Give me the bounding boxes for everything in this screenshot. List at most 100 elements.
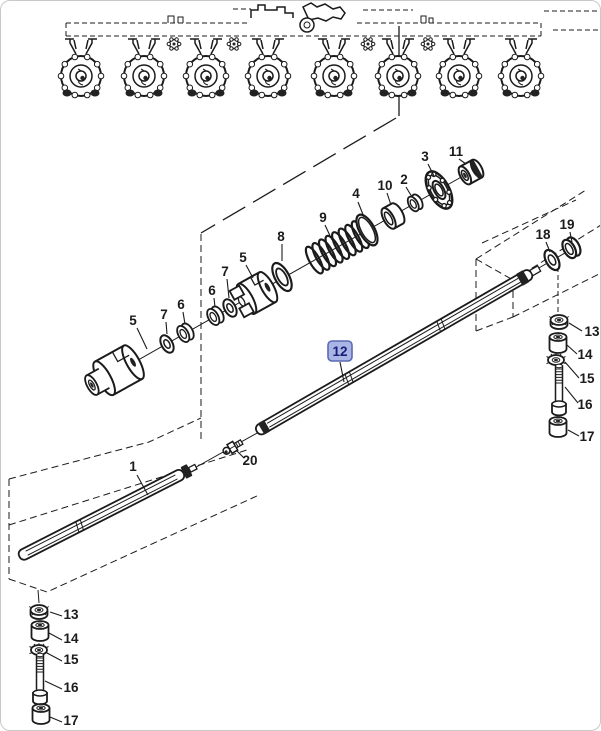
callout-number: 19 [559,217,574,232]
part-callout-7[interactable]: 7 [221,264,230,299]
callout-number: 15 [579,371,595,386]
part-callout-19[interactable]: 19 [559,217,575,243]
part-callout-14[interactable]: 14 [48,631,79,646]
wheel-assembly [374,38,422,99]
part-flange-nut-13-left [28,604,50,620]
part-callout-2[interactable]: 2 [400,172,413,198]
part-callout-5[interactable]: 5 [129,313,148,350]
beam-brackets [167,15,434,23]
part-bushing-11 [457,158,485,186]
part-bushing-14-right [548,332,568,354]
part-callout-13[interactable]: 13 [568,322,600,339]
wheel-assembly [497,38,545,99]
part-callout-18[interactable]: 18 [535,227,551,253]
part-callout-13[interactable]: 13 [49,607,79,622]
callout-leader-line [564,386,579,404]
callout-number: 13 [63,607,79,622]
part-ring-4 [355,213,379,247]
callout-leader-line [324,224,333,241]
part-bushing-14-left [30,620,50,642]
callout-leader-line [226,278,230,299]
callout-number: 18 [535,227,551,242]
part-callout-17[interactable]: 17 [49,713,79,728]
callout-leader-line [386,192,392,206]
part-bushing-10 [380,202,406,230]
part-callout-1[interactable]: 1 [129,459,149,496]
callout-leader-line [48,632,63,641]
part-shaft-12 [255,265,542,436]
callout-leader-line [427,163,435,177]
spider-gear [420,37,436,51]
part-washer-8 [271,261,293,293]
callout-number: 14 [63,631,79,646]
highlighted-callout-box [327,340,353,362]
part-callout-17[interactable]: 17 [567,429,595,444]
callout-leader-line [357,201,365,218]
part-grease-fitting-20 [222,438,244,455]
callout-leader-line [245,264,254,279]
part-callout-16[interactable]: 16 [564,386,593,412]
callout-number: 10 [377,178,392,193]
part-callout-6[interactable]: 6 [208,283,216,308]
part-washer-18 [543,248,561,272]
callout-leader-line [213,297,216,308]
right-hardware-column [545,314,570,438]
callout-leader-line [44,680,63,690]
callout-leader-line [46,652,63,662]
callout-leader-line [182,311,186,325]
part-callout-9[interactable]: 9 [319,210,333,241]
part-callout-20[interactable]: 20 [236,450,258,468]
callout-number: 15 [63,652,79,667]
part-shaft-1 [17,463,198,561]
part-washer-7-right [222,298,238,318]
part-lock-washer-15-right [545,352,567,366]
callout-number: 20 [242,453,257,468]
callout-number: 7 [160,307,168,322]
machine-overview [57,2,600,99]
callout-number: 6 [177,297,185,312]
callout-number: 13 [584,324,600,339]
wheel-assembly [435,38,483,99]
spider-gear [360,37,376,51]
wheel-assembly [57,38,105,99]
part-callout-3[interactable]: 3 [421,149,435,177]
callout-number: 11 [449,144,464,159]
callout-leader-line [458,158,467,165]
part-callout-6[interactable]: 6 [177,297,186,325]
part-callout-4[interactable]: 4 [352,186,365,218]
part-ring-6-right [206,305,225,326]
right-mounting-box [475,189,600,332]
part-callout-11[interactable]: 11 [449,144,467,165]
part-callout-15[interactable]: 15 [564,361,595,386]
callout-number: 17 [63,713,78,728]
part-ring-6-left [176,322,195,343]
part-callout-5[interactable]: 5 [239,250,254,279]
callout-leader-line [564,361,580,379]
part-callout-7[interactable]: 7 [160,307,168,335]
spider-gear [166,37,182,51]
callout-leader-line [568,322,583,332]
callout-leader-line [49,716,63,723]
part-bearing-3 [424,170,454,210]
exploded-axis-line [100,166,480,382]
callout-number: 5 [129,313,137,328]
part-callout-12-highlighted[interactable]: 12 [327,340,353,383]
part-callout-10[interactable]: 10 [377,178,393,206]
left-mounting-box [8,417,260,593]
callout-number: 5 [239,250,247,265]
part-callout-16[interactable]: 16 [44,680,79,695]
callout-number: 8 [277,229,285,244]
callout-number: 9 [319,210,327,225]
part-hub-5 [84,344,145,397]
part-ring-2 [406,193,424,213]
callout-leader-line [136,474,149,496]
part-callout-8[interactable]: 8 [277,229,285,261]
part-callout-14[interactable]: 14 [566,344,593,362]
part-callout-15[interactable]: 15 [46,652,79,667]
callout-number: 1 [129,459,137,474]
part-bushing-17-left [31,703,51,725]
callout-leader-line [569,231,573,243]
